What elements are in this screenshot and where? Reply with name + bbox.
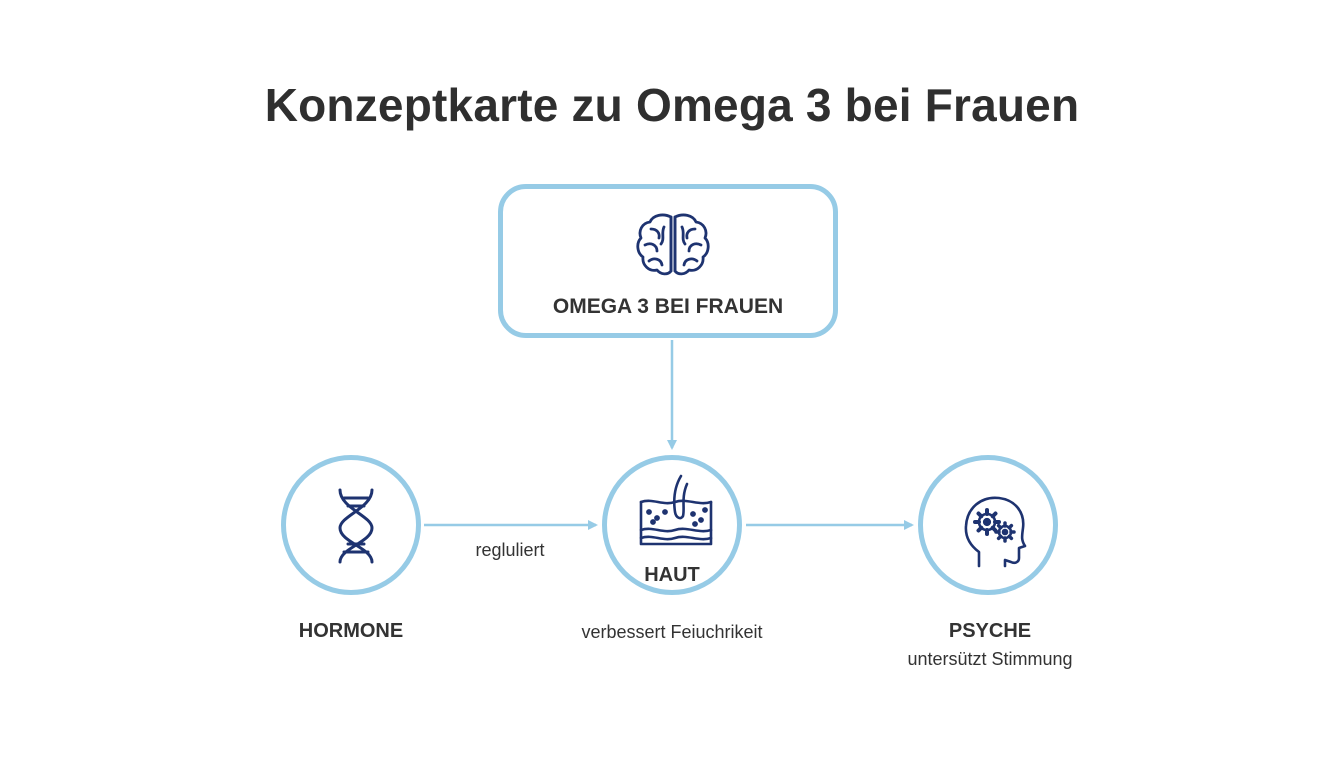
brain-icon — [636, 213, 710, 276]
edge-label-regluliert: regluliert — [475, 540, 545, 560]
node-hormone — [281, 455, 421, 595]
node-haut-note: verbessert Feiuchrikeit — [581, 622, 763, 642]
node-psyche — [918, 455, 1058, 595]
node-haut-label: HAUT — [644, 564, 700, 586]
node-psyche-note: untersützt Stimmung — [907, 649, 1073, 669]
node-psyche-label: PSYCHE — [948, 620, 1032, 642]
central-concept-box: OMEGA 3 BEI FRAUEN — [498, 184, 838, 338]
page-title: Konzeptkarte zu Omega 3 bei Frauen — [264, 79, 1080, 131]
skin-hair-follicle-icon — [639, 474, 713, 546]
central-concept-label: OMEGA 3 BEI FRAUEN — [552, 295, 784, 318]
head-gears-icon — [964, 496, 1027, 568]
node-hormone-label: HORMONE — [298, 620, 404, 642]
dna-icon — [338, 488, 374, 564]
node-haut: HAUT — [602, 455, 742, 595]
